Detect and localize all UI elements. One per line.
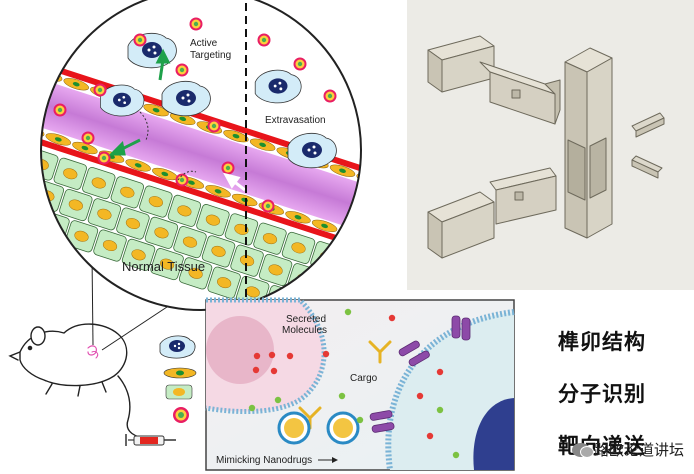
- label-extravasation: Extravasation: [265, 115, 326, 126]
- label-cargo: Cargo: [350, 373, 378, 384]
- tumor-cell-icon: [159, 335, 196, 359]
- endothelial-cell-icon: [163, 367, 197, 379]
- label-secreted-2: Molecules: [282, 325, 327, 336]
- nanoparticles: [53, 17, 337, 213]
- watermark: 路欧论道讲坛: [571, 439, 684, 460]
- label-molecular-recognition: 分子识别: [558, 382, 646, 406]
- label-mortise-tenon: 榫卯结构: [558, 330, 646, 354]
- label-mimicking-nanodrugs: Mimicking Nanodrugs: [216, 455, 312, 466]
- nanodrug-inset-panel: Secreted Molecules Cargo Mimicking Nanod…: [205, 297, 515, 471]
- label-secreted-1: Secreted: [286, 314, 326, 325]
- label-active-targeting-1: Active: [190, 38, 218, 49]
- mouse-illustration: [8, 323, 149, 439]
- syringe-icon: [125, 434, 176, 446]
- secreted-molecule-dots: [248, 308, 460, 459]
- label-active-targeting-2: Targeting: [190, 50, 231, 61]
- extravasation-arrows: [223, 100, 266, 192]
- wechat-icon: [571, 442, 594, 458]
- watermark-text: 路欧论道讲坛: [593, 441, 684, 459]
- nanoparticle-icon: [173, 407, 189, 423]
- zoom-line-right: [101, 304, 171, 351]
- legend-icons: [159, 335, 197, 423]
- active-targeting-arrows: [108, 48, 171, 156]
- tissue-cell-icon: [165, 384, 193, 400]
- zoom-line-left: [91, 254, 94, 346]
- mortise-tenon-panel: [407, 0, 694, 290]
- label-normal-tissue: Normal Tissue: [122, 259, 205, 274]
